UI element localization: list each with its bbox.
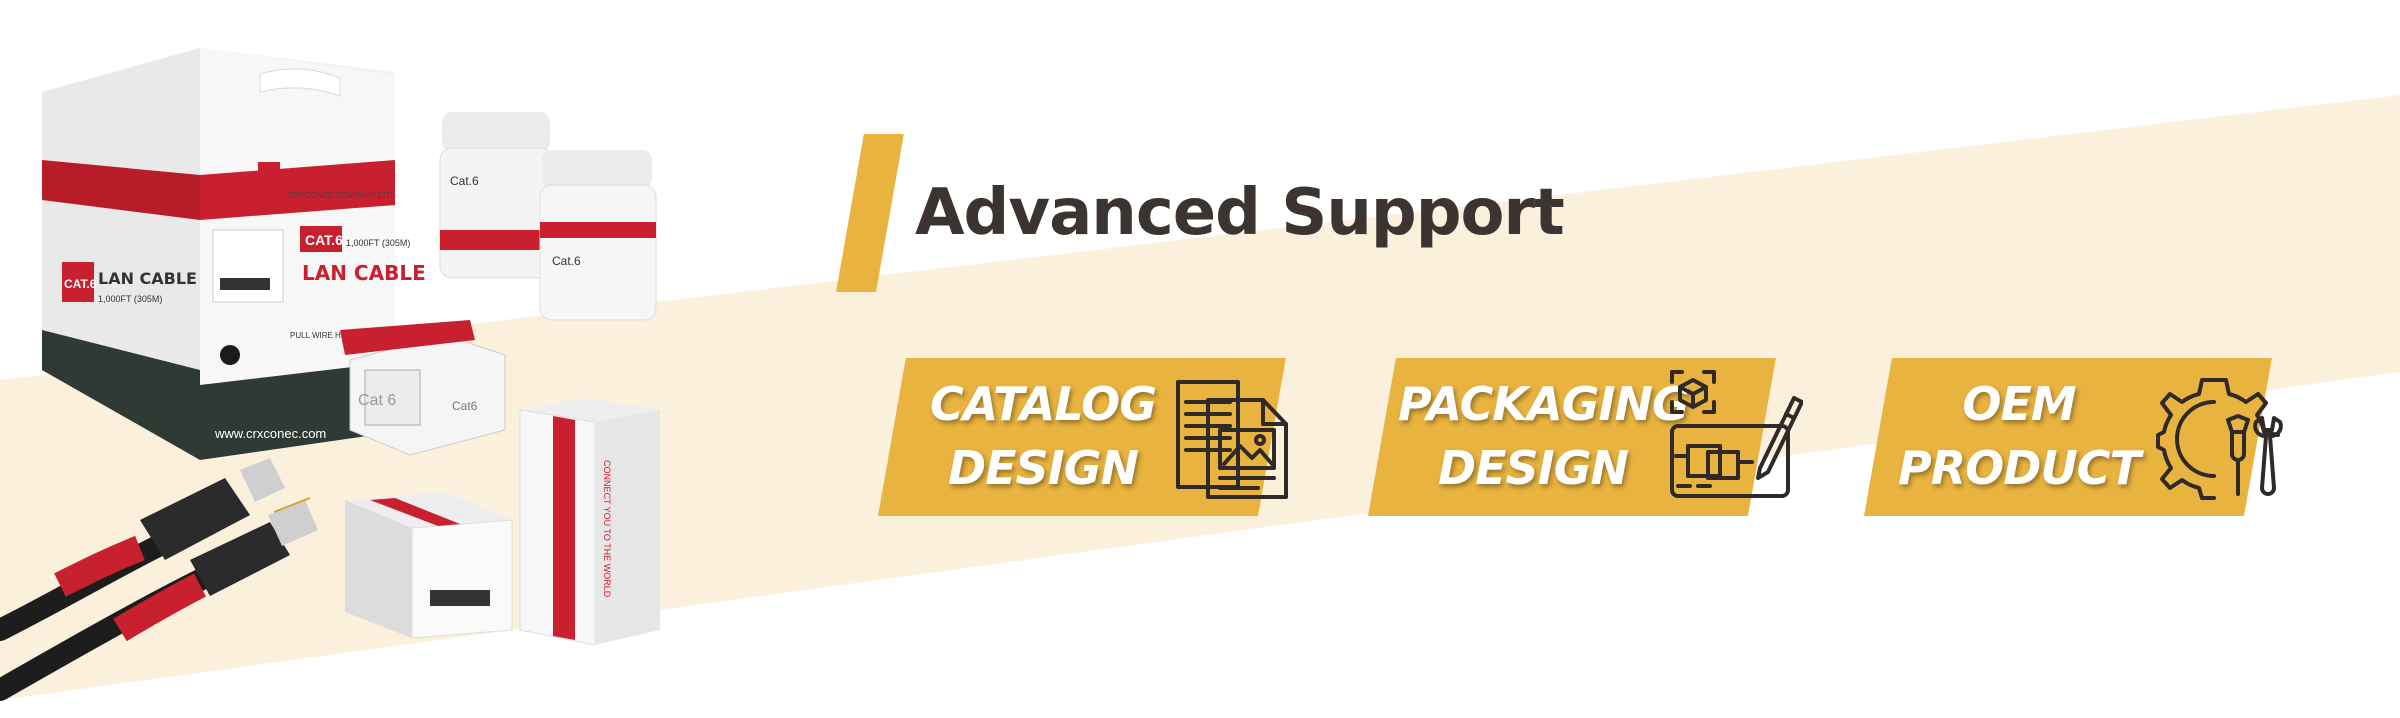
card-label: OEM PRODUCT (1894, 372, 2144, 500)
tall-box-slogan: CONNECT YOU TO THE WORLD (602, 460, 612, 598)
card-label-line2: DESIGN (947, 441, 1139, 495)
card-label: CATALOG DESIGN (918, 372, 1168, 500)
cable-box: CRXCONEC CRXCONEC COMPANY LTD. CAT.6 1,0… (42, 48, 426, 460)
card-oem-product[interactable]: OEM PRODUCT (1864, 358, 2283, 516)
box-side-length: 1,000FT (305M) (98, 294, 162, 304)
connector-jar-2: Cat.6 (539, 150, 657, 321)
card-label-line2: PRODUCT (1898, 441, 2141, 495)
box-company-text: CRXCONEC COMPANY LTD. (288, 191, 395, 200)
gear-tools-icon (2156, 378, 2283, 500)
card-catalog-design[interactable]: CATALOG DESIGN (878, 358, 1288, 516)
box-length-text: 1,000FT (305M) (346, 238, 410, 248)
card-label-line1: CATALOG (930, 377, 1157, 431)
card-label-line2: DESIGN (1437, 441, 1629, 495)
jar-2-label: Cat.6 (552, 254, 581, 268)
box-pull-text: PULL WIRE HERE (290, 331, 357, 340)
box-side-badge: CAT.6 (64, 277, 97, 291)
card-label: PACKAGING DESIGN (1398, 372, 1690, 500)
catalog-document-icon (1176, 380, 1288, 499)
card-label-line1: OEM (1962, 377, 2076, 431)
product-box-tall: CONNECT YOU TO THE WORLD (519, 398, 660, 646)
box-brand-text: CRXCONEC (288, 168, 391, 188)
box-side-label: LAN CABLE (98, 269, 197, 288)
box-label-text: LAN CABLE (302, 261, 426, 285)
card-label-line1: PACKAGING (1398, 377, 1690, 431)
keystone-label: Cat 6 (358, 392, 396, 409)
page-title: Advanced Support (915, 176, 1565, 250)
patch-cord-cables (0, 458, 318, 701)
card-packaging-design[interactable]: PACKAGING DESIGN (1368, 358, 1803, 516)
keystone-side-label: Cat6 (452, 399, 478, 413)
keystone-jack: Cat 6 Cat6 (340, 320, 506, 456)
box-badge-text: CAT.6 (305, 232, 343, 248)
box-website-text: www.crxconec.com (214, 426, 326, 441)
product-box-small (345, 492, 513, 639)
product-illustration: CRXCONEC CRXCONEC COMPANY LTD. CAT.6 1,0… (0, 48, 660, 701)
packaging-design-icon (1670, 370, 1803, 498)
jar-1-label: Cat.6 (450, 174, 479, 188)
connector-jar-1: Cat.6 (439, 112, 553, 279)
